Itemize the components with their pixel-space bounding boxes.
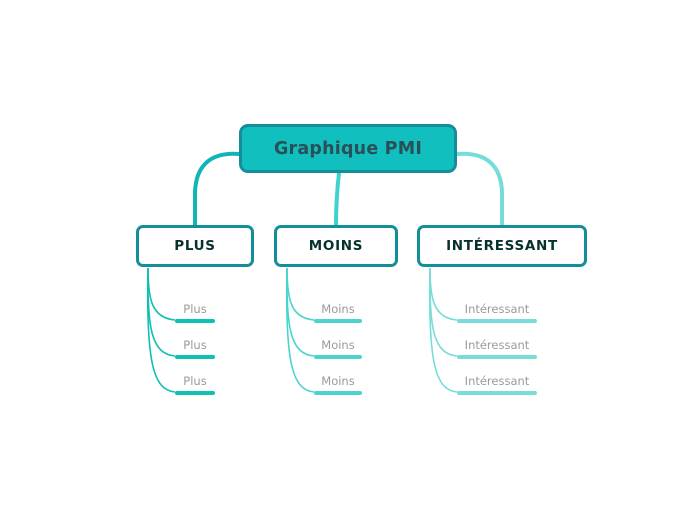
leaf-node-label: Plus (183, 338, 207, 352)
connector-root-to-interessant (455, 151, 504, 228)
leaf-underline (175, 355, 215, 359)
connector-plus-leaf-3 (146, 267, 176, 393)
leaf-underline (314, 319, 362, 323)
branch-node-plus-label: PLUS (174, 238, 216, 254)
leaf-node-label: Plus (183, 374, 207, 388)
root-node-label: Graphique PMI (273, 138, 423, 159)
connector-plus-leaf-1 (147, 267, 176, 321)
leaf-node-label: Intéressant (464, 302, 530, 316)
connector-plus-leaf-2 (147, 267, 176, 357)
leaf-node[interactable]: Moins (314, 302, 362, 323)
leaf-underline (457, 391, 537, 395)
leaf-node-label: Moins (321, 302, 355, 316)
branch-node-plus[interactable]: PLUS (136, 225, 254, 267)
connector-interessant-leaf-2 (429, 267, 458, 357)
branch-node-moins[interactable]: MOINS (274, 225, 398, 267)
connector-root-to-moins (334, 171, 341, 228)
connector-root-to-plus (193, 151, 241, 228)
leaf-underline (457, 319, 537, 323)
leaf-node[interactable]: Plus (175, 302, 215, 323)
leaf-node-label: Moins (321, 374, 355, 388)
leaf-node[interactable]: Plus (175, 338, 215, 359)
branch-node-interessant-label: INTÉRESSANT (446, 238, 558, 254)
leaf-node-label: Intéressant (464, 374, 530, 388)
leaf-underline (175, 391, 215, 395)
connector-interessant-leaf-3 (428, 267, 458, 393)
leaf-underline (314, 391, 362, 395)
leaf-node[interactable]: Moins (314, 338, 362, 359)
connector-moins-leaf-3 (285, 267, 315, 393)
leaf-node[interactable]: Intéressant (457, 302, 537, 323)
leaf-node[interactable]: Intéressant (457, 374, 537, 395)
connector-moins-leaf-1 (286, 267, 315, 321)
root-node[interactable]: Graphique PMI (239, 124, 457, 173)
leaf-node-label: Moins (321, 338, 355, 352)
leaf-underline (314, 355, 362, 359)
branch-node-moins-label: MOINS (308, 238, 364, 254)
leaf-node[interactable]: Moins (314, 374, 362, 395)
leaf-node-label: Plus (183, 302, 207, 316)
branch-node-interessant[interactable]: INTÉRESSANT (417, 225, 587, 267)
leaf-underline (457, 355, 537, 359)
leaf-underline (175, 319, 215, 323)
leaf-node-label: Intéressant (464, 338, 530, 352)
leaf-node[interactable]: Plus (175, 374, 215, 395)
connector-interessant-leaf-1 (429, 267, 458, 321)
connector-moins-leaf-2 (286, 267, 315, 357)
leaf-node[interactable]: Intéressant (457, 338, 537, 359)
